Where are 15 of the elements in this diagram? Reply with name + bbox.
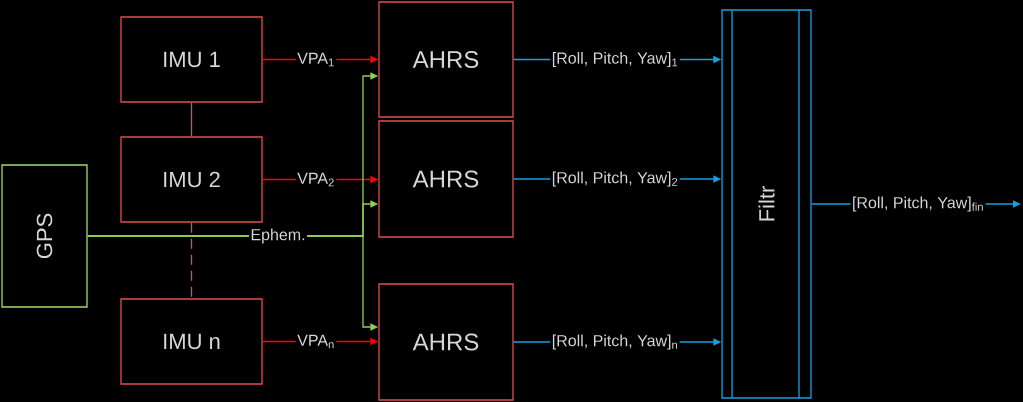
- imu-box: IMU 2: [120, 136, 263, 223]
- edge-label: VPA$_{2}$: [295, 171, 337, 188]
- filter-box: Filtr: [721, 9, 812, 399]
- edge-label: VPA$_{1}$: [295, 51, 337, 68]
- ahrs-box: AHRS: [378, 1, 514, 118]
- edge-label: [Roll, Pitch, Yaw]$_{2}$: [550, 170, 680, 188]
- ahrs-box: AHRS: [378, 283, 514, 401]
- imu-box: IMU 1: [120, 16, 263, 103]
- edge-label: Ephem.: [248, 227, 308, 245]
- gps-box: GPS: [1, 164, 88, 308]
- edge-label: [Roll, Pitch, Yaw]$_{fin}$: [850, 195, 986, 213]
- edge-label: [Roll, Pitch, Yaw]$_{n}$: [550, 333, 680, 351]
- imu-box: IMU n: [120, 298, 263, 385]
- edge-label: VPA$_{n}$: [295, 333, 337, 350]
- ahrs-box: AHRS: [378, 120, 514, 238]
